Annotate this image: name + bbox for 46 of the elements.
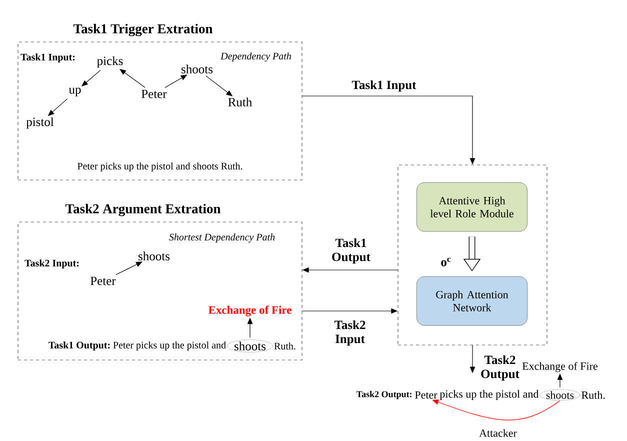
word: picks xyxy=(97,56,123,68)
word: Ruth xyxy=(228,98,252,106)
panel-heading: Task2 Argument Extration xyxy=(65,204,221,216)
arrow xyxy=(302,308,398,314)
word: Peter xyxy=(415,391,438,399)
arrow xyxy=(120,68,146,88)
module-box: Graph Attention Network xyxy=(416,276,528,326)
circled-word: shoots xyxy=(540,389,580,401)
arrow xyxy=(302,267,398,273)
sentence: picks up the pistol and xyxy=(440,390,539,400)
arrow xyxy=(247,318,253,338)
event-label: Exchange of Fire xyxy=(522,362,598,372)
arrow xyxy=(470,345,476,374)
arrow xyxy=(82,70,101,86)
edge-label: Task2 Input xyxy=(334,320,366,346)
field-label: Task2 Input: xyxy=(24,259,79,269)
path-caption: Shortest Dependency Path xyxy=(169,233,275,243)
sentence: Peter picks up the pistol and shoots Ruth. xyxy=(78,162,242,172)
edge-label: o$^{c}$ xyxy=(441,258,451,266)
edge-label: Task1 Output xyxy=(332,238,370,264)
arrow xyxy=(302,96,476,164)
word: up xyxy=(68,88,81,96)
event-label: Exchange of Fire xyxy=(208,306,292,316)
arrow xyxy=(557,374,563,388)
field-label: Task1 Input: xyxy=(20,53,75,63)
circled-word: shoots xyxy=(227,340,273,352)
arrow xyxy=(206,76,233,96)
edge-label: Task1 Input xyxy=(352,80,416,92)
word: shoots xyxy=(182,64,213,74)
path-caption: Dependency Path xyxy=(220,52,291,62)
arrow xyxy=(164,74,188,88)
arrow xyxy=(115,262,142,276)
field-label: Task1 Output: xyxy=(48,341,110,351)
edge-label: Attacker xyxy=(479,429,517,437)
curved-arrow xyxy=(432,400,560,420)
edge-label: Task2 Output xyxy=(481,355,520,381)
panel-heading: Task1 Trigger Extration xyxy=(73,24,213,36)
field-label: Task2 Output: xyxy=(356,390,412,400)
word: pistol xyxy=(26,117,54,129)
word: shoots xyxy=(138,252,170,260)
module-box: Attentive High level Role Module xyxy=(416,182,528,232)
word: Peter xyxy=(142,90,167,98)
word: Peter xyxy=(90,276,116,286)
arrow xyxy=(48,98,68,116)
sentence: Peter picks up the pistol and xyxy=(113,341,226,351)
dashed-frame xyxy=(398,164,548,346)
